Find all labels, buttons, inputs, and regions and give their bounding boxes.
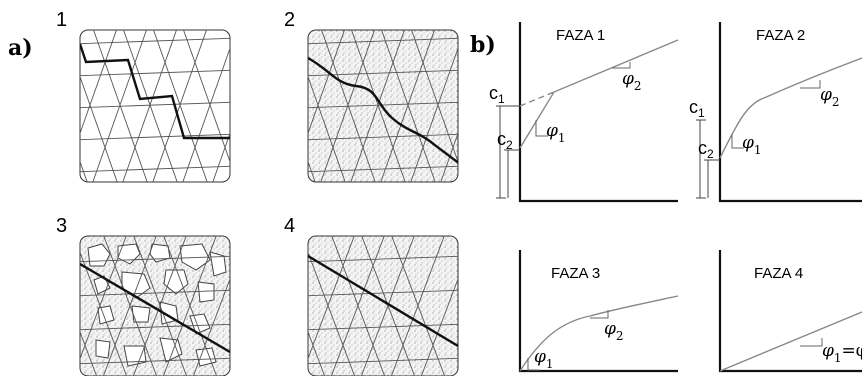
graph-faza-4: FAZA 4 φ1=φ [718, 250, 862, 373]
graph-title: FAZA 3 [551, 265, 600, 282]
strength-envelope [519, 39, 679, 149]
joint-set-grid [308, 236, 458, 376]
graph-faza-1: FAZA 1 c1 c2 φ1 φ2 [489, 22, 679, 203]
graph-title: FAZA 2 [756, 27, 805, 44]
phi1-label: φ1 [534, 347, 554, 371]
c2-label: c2 [698, 138, 714, 161]
graph-faza-3: FAZA 3 φ1 φ2 [518, 250, 679, 373]
axes [518, 22, 678, 203]
graph-title: FAZA 4 [754, 265, 803, 282]
strength-envelope [719, 311, 862, 372]
phi-equal-label: φ1=φ [822, 341, 862, 365]
panel-a-label: a) [8, 35, 33, 61]
panel-b-label: b) [470, 32, 496, 58]
c1-label: c1 [689, 97, 705, 120]
failure-path [308, 56, 458, 165]
phi1-label: φ1 [742, 133, 762, 157]
strength-envelope [719, 57, 862, 159]
extrapolation-dashed [519, 91, 555, 107]
graph-faza-2: FAZA 2 c1 c2 φ1 φ2 [689, 22, 862, 203]
strength-envelope [519, 295, 679, 372]
rock-mass-square-3 [79, 235, 231, 376]
joint-set-grid [80, 30, 230, 182]
failure-path [79, 262, 231, 354]
failure-path [307, 254, 459, 348]
joint-set-grid [308, 30, 458, 182]
axes [718, 22, 862, 203]
failure-path [80, 43, 230, 140]
square-2-number: 2 [284, 9, 295, 31]
c1-label: c1 [489, 83, 505, 106]
rock-mass-square-1 [79, 29, 231, 183]
c2-label: c2 [497, 129, 513, 152]
square-1-number: 1 [56, 9, 67, 31]
square-4-number: 4 [284, 215, 295, 237]
phi1-label: φ1 [546, 121, 566, 145]
joint-set-grid [80, 236, 230, 376]
rock-mass-square-4 [307, 235, 459, 376]
phi2-label: φ2 [622, 69, 642, 93]
phi2-label: φ2 [820, 85, 840, 109]
phi2-label: φ2 [604, 319, 624, 343]
rock-mass-square-2 [307, 29, 459, 183]
graph-title: FAZA 1 [556, 27, 605, 44]
square-3-number: 3 [56, 215, 67, 237]
